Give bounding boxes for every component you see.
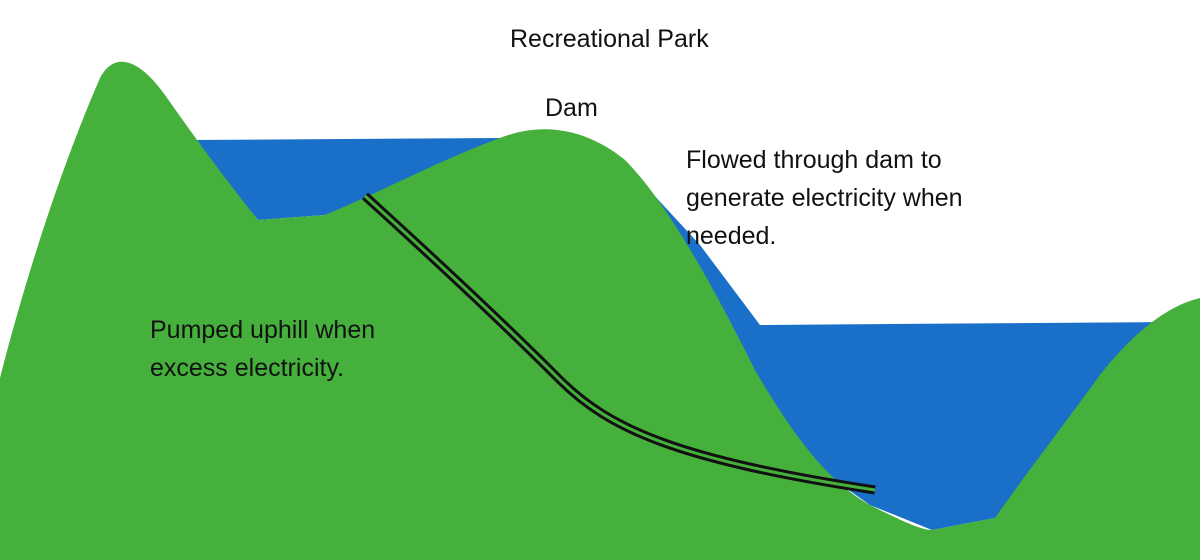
land-terrain (0, 61, 1200, 560)
flow-description-line-2: generate electricity when (686, 184, 963, 212)
flow-description-line-1: Flowed through dam to (686, 146, 942, 174)
pipe-core (363, 194, 876, 492)
pump-description-line-1: Pumped uphill when (150, 316, 376, 344)
flow-description: Flowed through dam to generate electrici… (686, 141, 963, 255)
upper-reservoir-water (190, 138, 530, 220)
pump-description-line-2: excess electricity. (150, 354, 345, 382)
flow-description-line-3: needed. (686, 222, 777, 250)
lower-reservoir-water (640, 180, 1172, 530)
dam-label: Dam (545, 94, 598, 122)
pump-description: Pumped uphill when excess electricity. (150, 311, 375, 387)
title-label: Recreational Park (510, 25, 709, 53)
